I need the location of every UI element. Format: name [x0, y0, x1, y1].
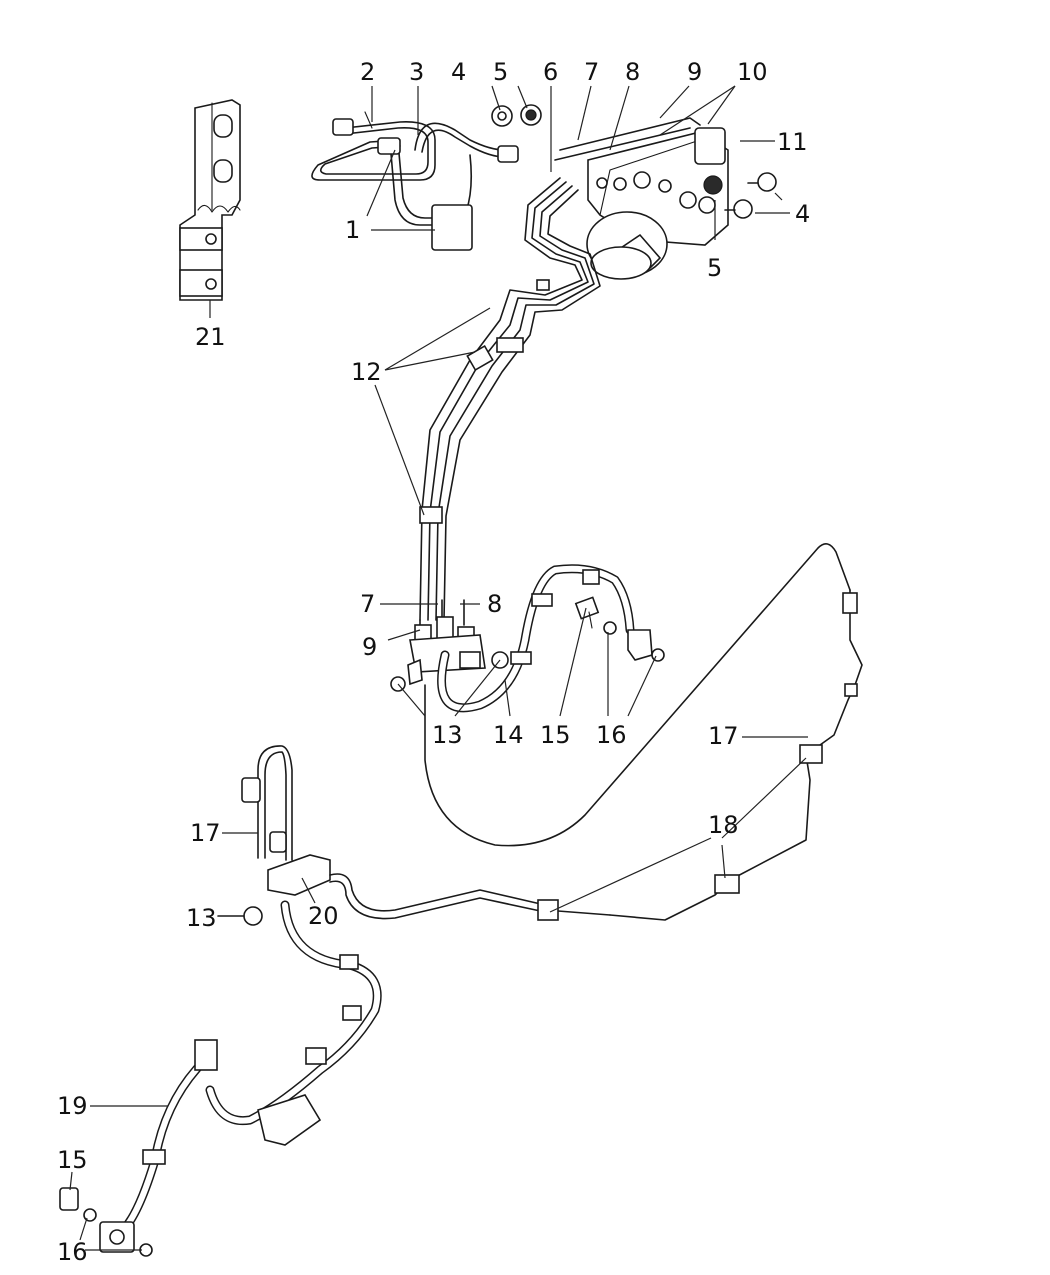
callout-15-bottom: 15	[57, 1146, 88, 1174]
brake-tube-bundle	[419, 177, 601, 621]
callout-18: 18	[708, 811, 739, 839]
callout-4-right: 4	[795, 200, 810, 228]
upper-loose-fasteners	[491, 104, 542, 127]
callout-19: 19	[57, 1092, 88, 1120]
leader-lines	[69, 85, 808, 1251]
callout-4-top: 4	[451, 58, 466, 86]
callout-5-right: 5	[707, 254, 722, 282]
callout-1: 1	[345, 216, 360, 244]
upper-brake-tube-assembly	[311, 111, 519, 251]
callout-12: 12	[351, 358, 382, 386]
callout-8-mid: 8	[487, 590, 502, 618]
callout-13-mid: 13	[432, 721, 463, 749]
callout-16-mid: 16	[596, 721, 627, 749]
front-left-brake-assembly	[59, 745, 611, 1257]
right-fasteners	[724, 172, 777, 219]
callout-9-top: 9	[687, 58, 702, 86]
callout-7-top: 7	[584, 58, 599, 86]
callout-7-mid: 7	[360, 590, 375, 618]
callout-17-right: 17	[708, 722, 739, 750]
callout-15-mid: 15	[540, 721, 571, 749]
callout-9-mid: 9	[362, 633, 377, 661]
callout-10: 10	[737, 58, 768, 86]
junction-block-assembly	[390, 564, 665, 713]
callout-labels: 1 2 3 4 5 6 7 8 9 10 11 4 5 21 12 7 8 9 …	[57, 58, 810, 1266]
abs-modulator-assembly	[554, 117, 729, 280]
callout-21: 21	[195, 323, 226, 351]
callout-6: 6	[543, 58, 558, 86]
callout-3: 3	[409, 58, 424, 86]
callout-2: 2	[360, 58, 375, 86]
callout-5-top: 5	[493, 58, 508, 86]
callout-20: 20	[308, 902, 339, 930]
callout-17-left: 17	[190, 819, 221, 847]
callout-13-left: 13	[186, 904, 217, 932]
callout-8-top: 8	[625, 58, 640, 86]
callout-14: 14	[493, 721, 524, 749]
callout-11: 11	[777, 128, 808, 156]
bracket-part-21	[179, 99, 241, 301]
callout-16-bottom: 16	[57, 1238, 88, 1266]
